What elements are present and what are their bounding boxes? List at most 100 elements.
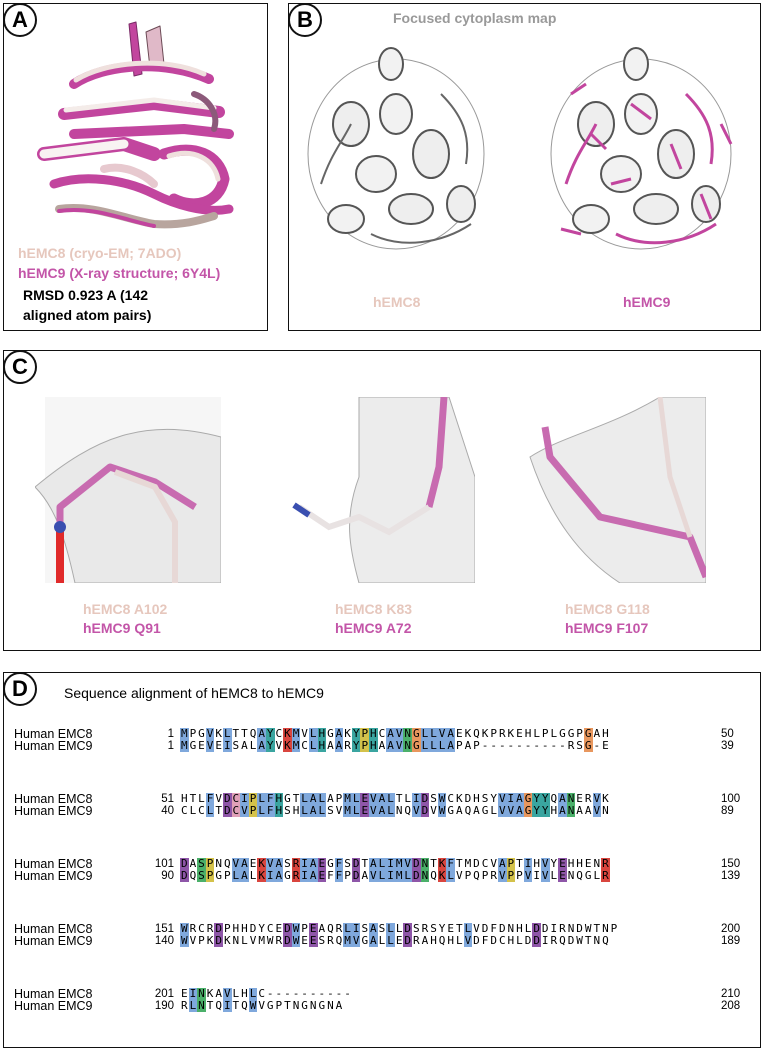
residue: M <box>394 869 404 882</box>
residue: L <box>429 727 438 740</box>
residue: R <box>206 922 214 935</box>
residue: D <box>403 934 413 947</box>
emc-structure-overlay <box>37 21 234 229</box>
seq-start-emc8: 151 <box>154 923 174 935</box>
residue: Y <box>540 792 550 805</box>
residue: Q <box>473 869 480 882</box>
residue: R <box>275 934 283 947</box>
residue: F <box>481 934 489 947</box>
residue: D <box>498 922 506 935</box>
residue: R <box>180 999 188 1012</box>
residue: V <box>540 869 550 882</box>
residue: A <box>274 869 284 882</box>
panel-a-badge: A <box>3 3 37 37</box>
residue: Q <box>576 869 583 882</box>
seq-name-emc9: Human EMC9 <box>14 869 93 883</box>
rmsd-text-2: aligned atom pairs) <box>23 307 152 323</box>
residue: C <box>266 922 274 935</box>
residue: P <box>275 999 283 1012</box>
residue: L <box>377 857 387 870</box>
residue: G <box>447 804 455 817</box>
residue: V <box>351 934 361 947</box>
residue: Y <box>438 922 446 935</box>
residue: T <box>584 934 592 947</box>
residue: V <box>490 857 497 870</box>
residue: A <box>274 857 284 870</box>
seq-end-emc8: 210 <box>721 988 741 1000</box>
residue: D <box>481 922 489 935</box>
residue: I <box>265 869 275 882</box>
residue: V <box>403 857 413 870</box>
seq-name-emc8: Human EMC8 <box>14 792 93 806</box>
residue: L <box>351 792 361 805</box>
residue: L <box>455 934 463 947</box>
residue: - <box>292 987 300 1000</box>
residue: L <box>232 987 240 1000</box>
residue: P <box>473 739 480 752</box>
residue: N <box>507 922 515 935</box>
residue: T <box>241 727 248 740</box>
alignment-title: Sequence alignment of hEMC8 to hEMC9 <box>64 685 324 701</box>
residue: T <box>232 999 240 1012</box>
residue: S <box>576 739 583 752</box>
residue: H <box>524 727 532 740</box>
seq-name-emc9: Human EMC9 <box>14 804 93 818</box>
residue: I <box>541 934 549 947</box>
residue: E <box>447 922 455 935</box>
residue: H <box>602 727 609 740</box>
residue: P <box>223 869 231 882</box>
residue: V <box>437 727 447 740</box>
residue: N <box>567 869 575 882</box>
residue: P <box>490 727 497 740</box>
residue: Q <box>464 804 472 817</box>
seq-start-emc8: 51 <box>161 793 174 805</box>
residue: A <box>369 857 378 870</box>
residue: V <box>222 987 232 1000</box>
residue: H <box>507 934 515 947</box>
residue: G <box>559 727 566 740</box>
residue: D <box>214 922 223 935</box>
residue: Q <box>335 934 343 947</box>
residue: L <box>248 987 258 1000</box>
residue: D <box>567 934 575 947</box>
residue: K <box>257 857 266 870</box>
residue: L <box>593 869 601 882</box>
residue: F <box>334 857 344 870</box>
site-3-density <box>529 397 706 583</box>
seq-end-emc8: 50 <box>721 728 734 740</box>
residue: L <box>257 792 266 805</box>
site-3-emc8: hEMC8 G118 <box>565 601 650 617</box>
seq-end-emc8: 200 <box>721 923 741 935</box>
residue: Q <box>327 922 334 935</box>
residue: E <box>215 739 222 752</box>
seq-end-emc9: 39 <box>721 740 734 752</box>
residue: T <box>430 857 437 870</box>
panel-d: D Sequence alignment of hEMC8 to hEMC9 H… <box>3 672 761 1048</box>
residue: G <box>198 727 205 740</box>
residue: V <box>231 857 241 870</box>
residue: G <box>583 727 593 740</box>
residue: L <box>189 804 197 817</box>
residue: - <box>541 739 549 752</box>
cytoplasm-map-emc8 <box>307 47 485 250</box>
residue: H <box>430 934 437 947</box>
residue: D <box>524 934 532 947</box>
residue: E <box>308 922 318 935</box>
residue: L <box>205 804 215 817</box>
residue: L <box>222 727 232 740</box>
residue: P <box>248 792 258 805</box>
residue: A <box>240 869 249 882</box>
residue: N <box>197 987 206 1000</box>
residue: R <box>413 934 420 947</box>
residue: H <box>180 792 188 805</box>
residue: - <box>593 739 601 752</box>
residue: A <box>446 739 455 752</box>
residue: Y <box>532 792 541 805</box>
residue: M <box>291 727 301 740</box>
residue: L <box>446 869 455 882</box>
residue: S <box>284 804 291 817</box>
residue: K <box>257 869 266 882</box>
residue: E <box>301 934 308 947</box>
